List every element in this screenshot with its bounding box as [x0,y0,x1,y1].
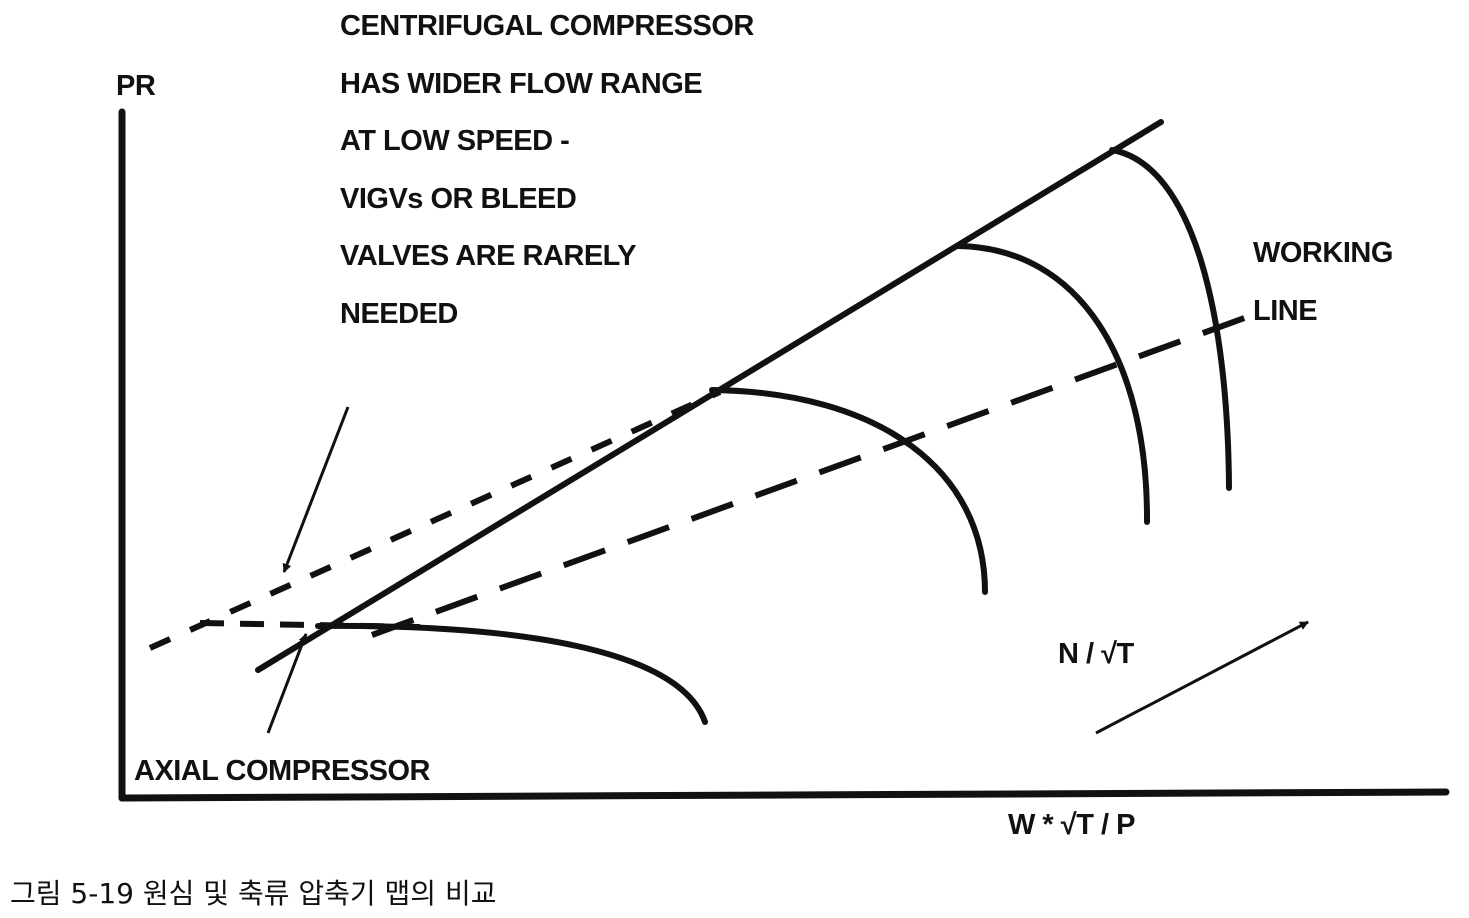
speed-line-3 [955,243,1151,525]
centrifugal-note-line-3: AT LOW SPEED - [340,125,570,157]
figure-caption: 그림 5-19 원심 및 축류 압축기 맵의 비교 [10,877,497,910]
compressor-map-diagram [118,108,1450,802]
x-axis-label: W * √T / P [1008,809,1135,841]
axial-pointer-arrow [266,633,308,734]
axial-compressor-label: AXIAL COMPRESSOR [134,755,431,787]
x-axis [118,788,1450,802]
centrifugal-note-line-6: NEEDED [340,298,458,330]
centrifugal-note-line-1: CENTRIFUGAL COMPRESSOR [340,10,754,42]
centrifugal-surge-line [255,119,1164,673]
speed-line-4 [1109,147,1232,491]
centrifugal-note-line-2: HAS WIDER FLOW RANGE [340,68,703,100]
centrifugal-note-line-5: VALVES ARE RARELY [340,240,637,272]
speed-line-1 [315,622,708,725]
y-axis-label: PR [116,70,156,102]
speed-label: N / √T [1058,638,1134,670]
centrifugal-pointer-arrow [282,406,350,573]
speed-direction-arrow [1095,620,1309,735]
working-line-label-2: LINE [1253,295,1318,327]
working-line-label-1: WORKING [1253,237,1393,269]
centrifugal-note-line-4: VIGVs OR BLEED [340,183,577,215]
speed-line-2 [709,387,988,595]
axial-surge-line [148,389,722,651]
working-line [370,313,1252,638]
